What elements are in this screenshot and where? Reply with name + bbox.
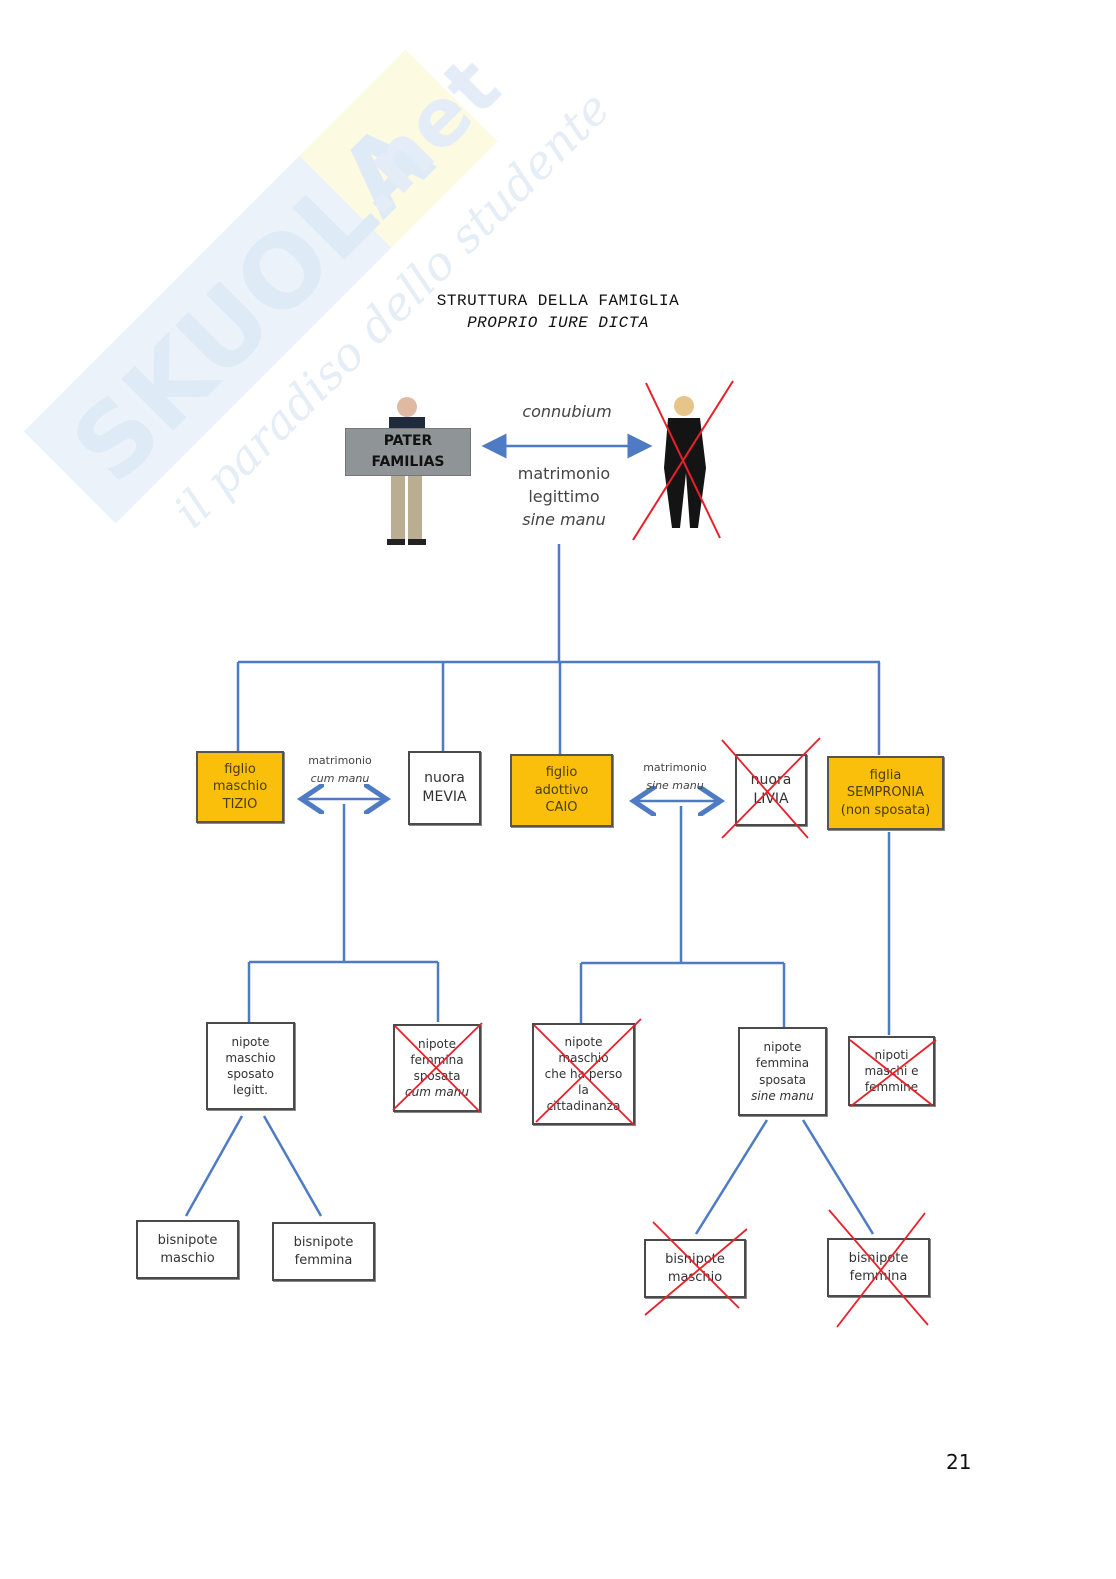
node-bisnipote-femmina-1: bisnipote femmina (272, 1222, 375, 1281)
node-nipote-femmina-cum-manu: nipote femmina sposata cum manu (393, 1024, 481, 1112)
page-subtitle: PROPRIO IURE DICTA (467, 314, 649, 332)
watermark-suffix: .net (325, 40, 518, 233)
page-title: STRUTTURA DELLA FAMIGLIA (436, 292, 680, 310)
tizio-marriage-label: matrimonio cum manu (308, 754, 372, 785)
node-nipote-femmina-sine-manu: nipote femmina sposata sine manu (738, 1027, 827, 1116)
node-nipote-maschio-sposato: nipote maschio sposato legitt. (206, 1022, 295, 1110)
node-nipote-perso-cittadinanza: nipote maschio che ha perso la cittadina… (532, 1023, 635, 1125)
node-figlia-sempronia: figlia SEMPRONIA (non sposata) (827, 756, 944, 830)
connubium-label: connubium (522, 402, 612, 421)
node-figlio-tizio: figlio maschio TIZIO (196, 751, 284, 823)
page-number: 21 (946, 1450, 972, 1474)
wife-figure (632, 380, 734, 541)
caio-marriage-label: matrimonio sine manu (643, 761, 707, 792)
node-nuora-mevia: nuora MEVIA (408, 751, 481, 825)
node-bisnipote-femmina-2: bisnipote femmina (827, 1238, 930, 1297)
watermark-brand-band (23, 155, 392, 524)
watermark-suffix-band (299, 49, 498, 248)
marriage-type-label: matrimonio legittimo sine manu (517, 464, 611, 529)
node-figlio-caio: figlio adottivo CAIO (510, 754, 613, 827)
node-bisnipote-maschio-1: bisnipote maschio (136, 1220, 239, 1279)
pater-familias-sign: PATER FAMILIAS (345, 428, 471, 476)
node-nuora-livia: nuora LIVIA (735, 754, 807, 826)
node-nipoti-sempronia: nipoti maschi e femmine (848, 1036, 935, 1106)
node-bisnipote-maschio-2: bisnipote maschio (644, 1239, 746, 1298)
cross-mark (632, 380, 734, 541)
